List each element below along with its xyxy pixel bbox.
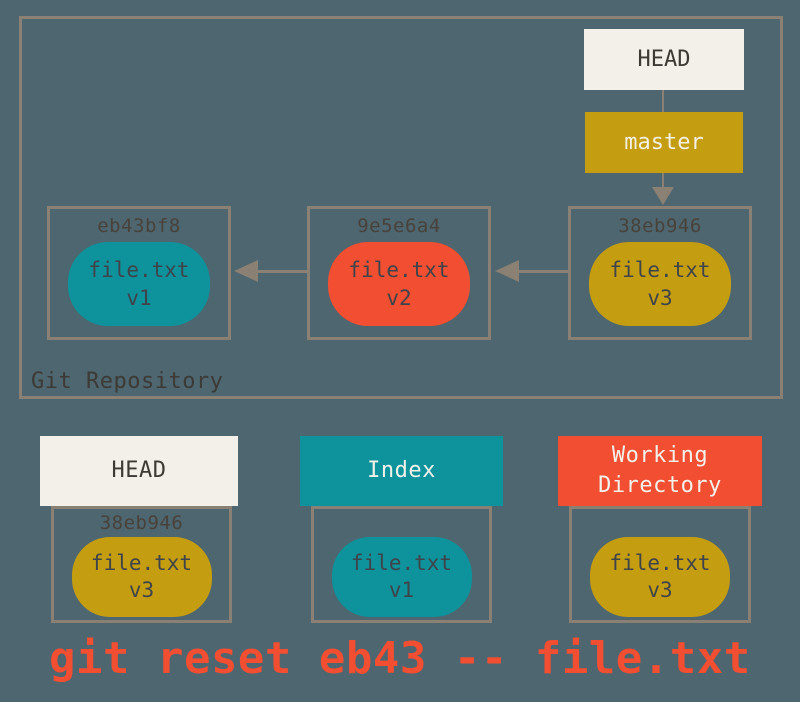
file-version: v2 — [386, 286, 412, 310]
git-command-text: git reset eb43 -- file.txt — [49, 633, 751, 684]
commit3-to-commit2-line — [519, 270, 569, 273]
file-name: file.txt — [350, 551, 453, 575]
working-directory-file-blob: file.txt v3 — [590, 537, 730, 617]
file-blob-v2: file.txt v2 — [328, 242, 470, 326]
index-area-header: Index — [300, 436, 503, 506]
file-name: file.txt — [348, 258, 450, 282]
index-area-box: file.txt v1 — [311, 506, 492, 623]
head-area-file-blob: file.txt v3 — [71, 537, 212, 617]
head-pointer-box: HEAD — [584, 29, 744, 90]
file-version: v1 — [126, 286, 152, 310]
file-version: v3 — [647, 286, 673, 310]
git-repository-box — [19, 16, 783, 399]
file-name: file.txt — [609, 551, 711, 575]
git-repository-label: Git Repository — [31, 369, 224, 394]
file-version: v1 — [388, 578, 415, 602]
head-area-commit-hash: 38eb946 — [99, 512, 184, 534]
file-blob-v3: file.txt v3 — [589, 242, 731, 326]
index-area-file-blob: file.txt v1 — [331, 537, 472, 617]
commit-box-38eb946: 38eb946 file.txt v3 — [568, 206, 752, 340]
head-to-master-line — [662, 90, 664, 112]
commit-hash: 38eb946 — [618, 215, 702, 237]
file-blob-v1: file.txt v1 — [68, 242, 210, 326]
head-area-box: 38eb946 file.txt v3 — [51, 506, 232, 623]
commit-hash: eb43bf8 — [97, 215, 181, 237]
file-version: v3 — [647, 578, 673, 602]
master-branch-box: master — [585, 112, 743, 173]
file-name: file.txt — [88, 258, 190, 282]
master-to-commit-line — [662, 173, 664, 187]
commit-box-eb43bf8: eb43bf8 file.txt v1 — [47, 206, 231, 340]
file-name: file.txt — [90, 551, 193, 575]
working-directory-box: file.txt v3 — [569, 506, 751, 623]
head-area-header: HEAD — [40, 436, 238, 506]
file-version: v3 — [128, 578, 155, 602]
commit-hash: 9e5e6a4 — [357, 215, 441, 237]
commit-box-9e5e6a4: 9e5e6a4 file.txt v2 — [307, 206, 491, 340]
working-directory-header: Working Directory — [558, 436, 762, 506]
file-name: file.txt — [609, 258, 711, 282]
arrow-down-icon — [652, 187, 674, 205]
commit2-to-commit1-line — [258, 270, 308, 273]
arrow-left-icon — [234, 260, 258, 282]
arrow-left-icon — [495, 260, 519, 282]
